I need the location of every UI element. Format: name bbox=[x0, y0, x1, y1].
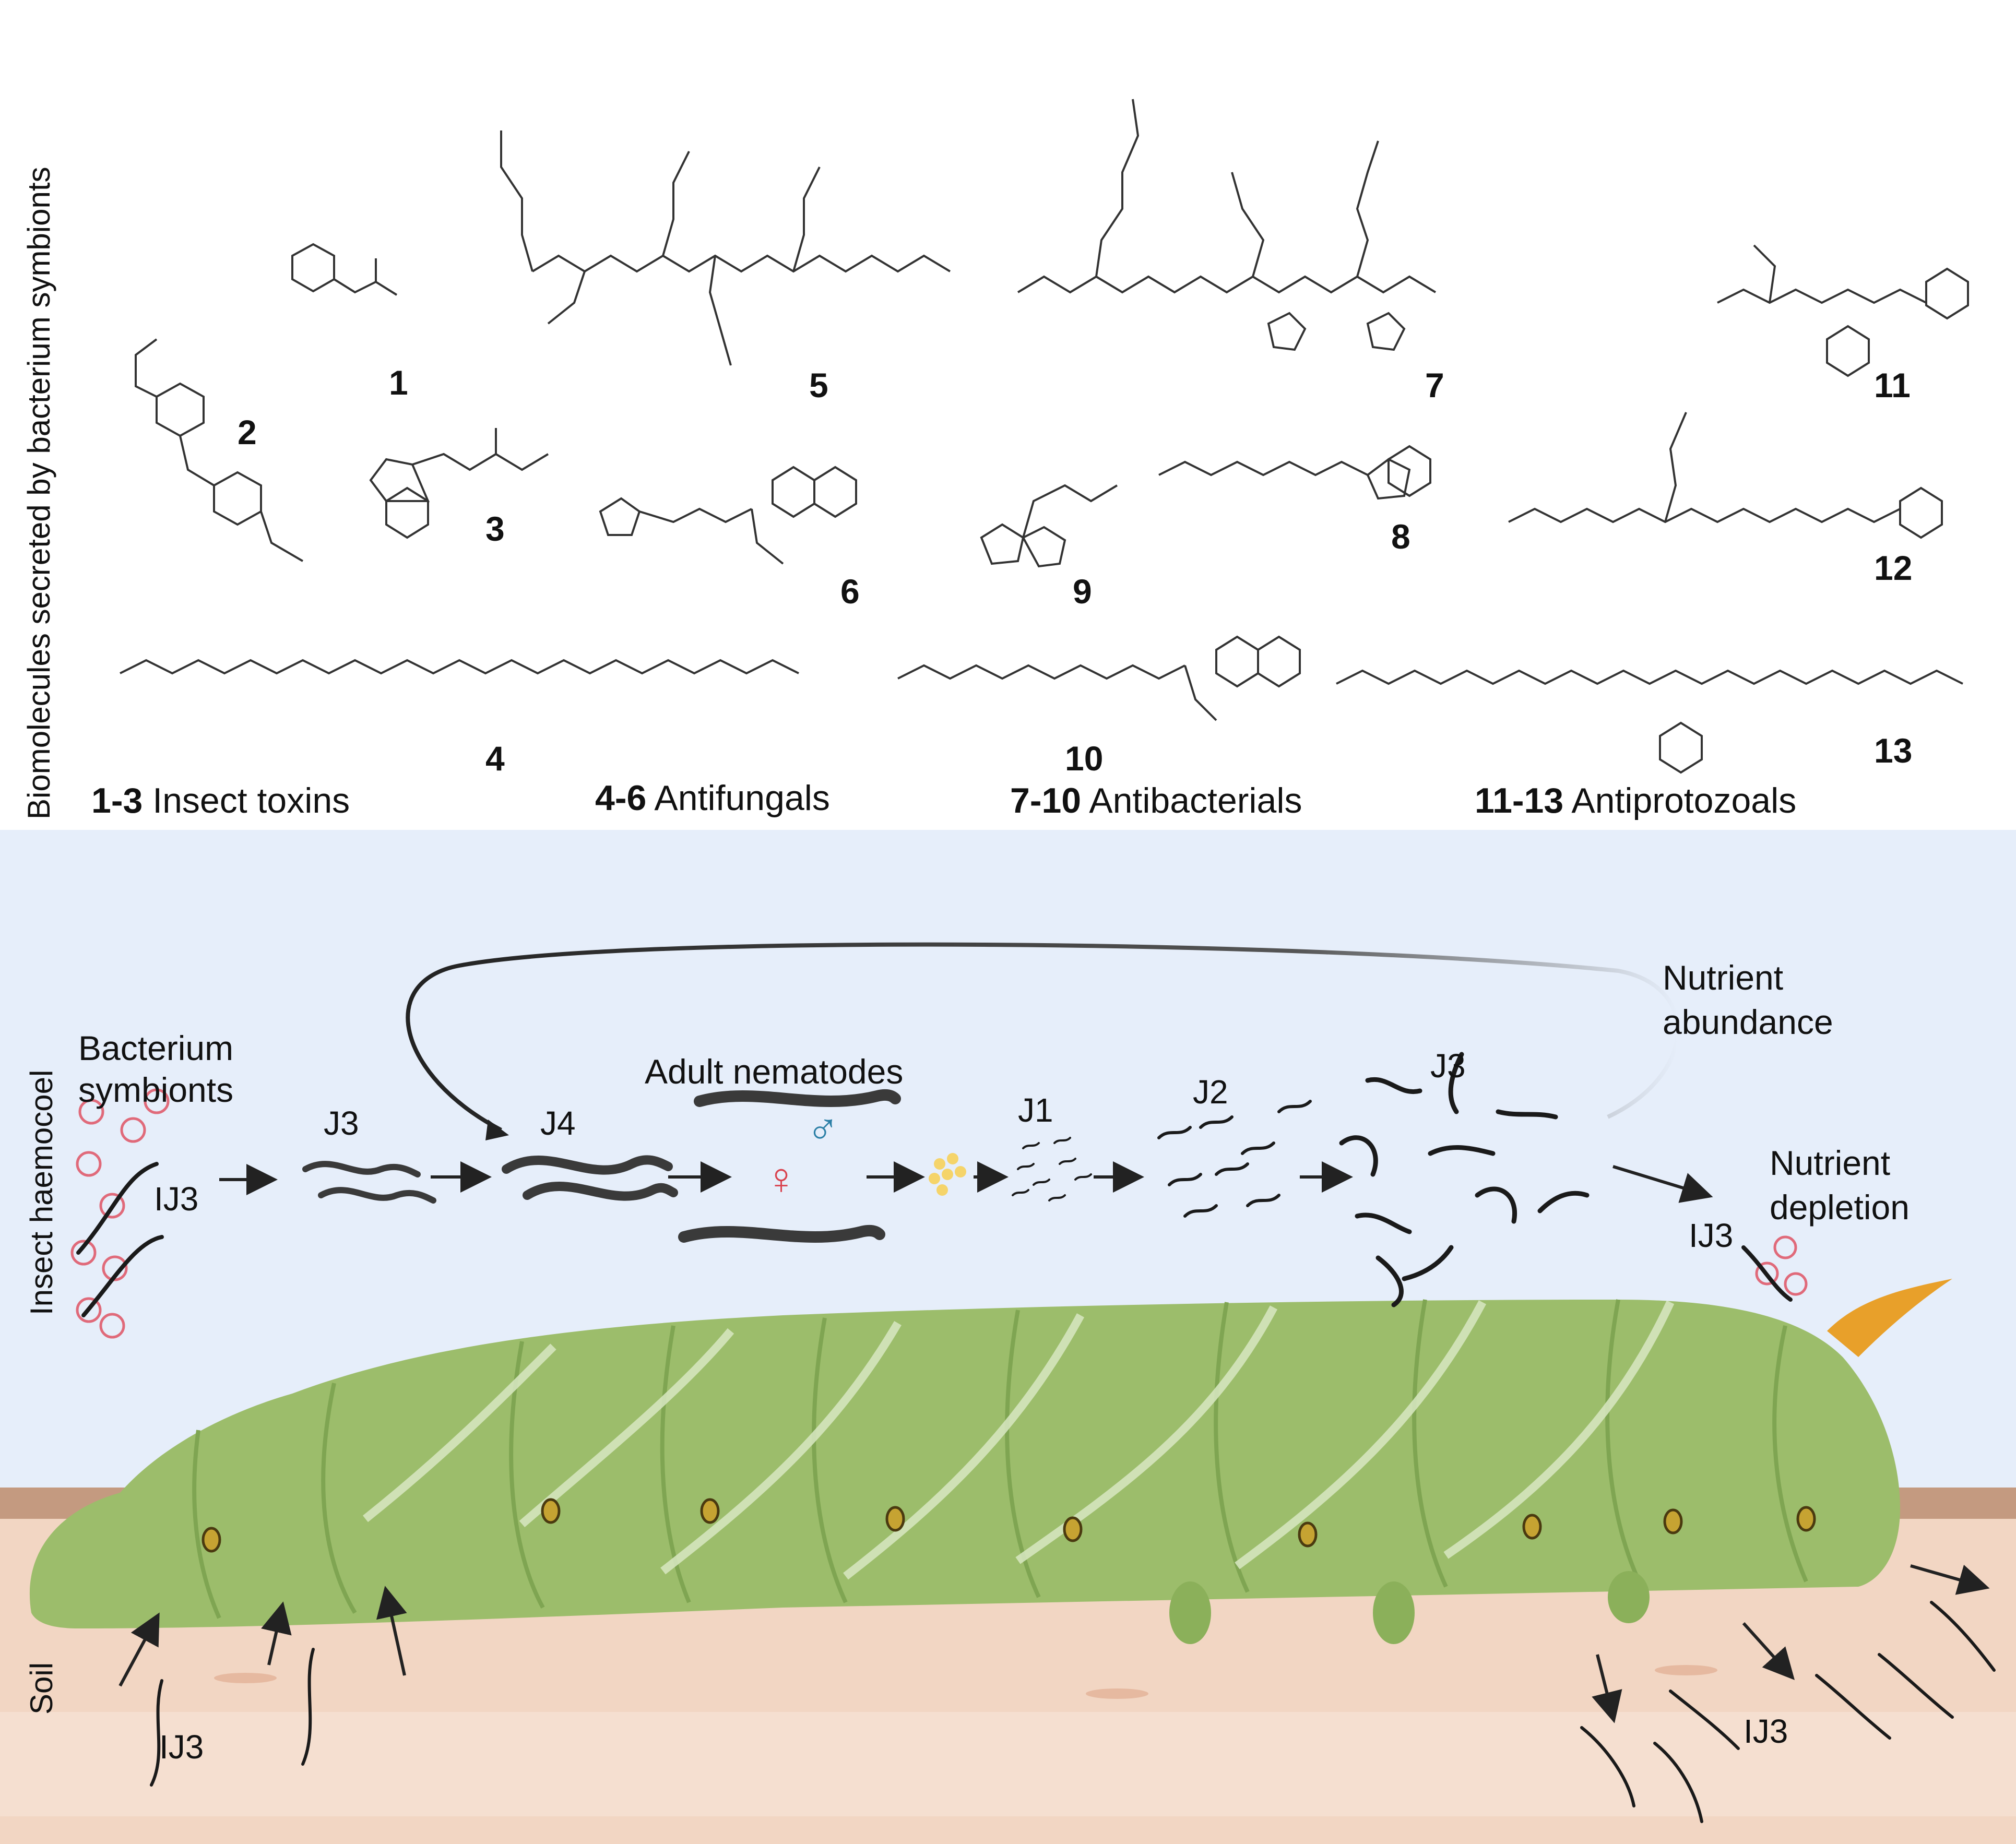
soil-arrows bbox=[118, 1564, 1990, 1723]
chemical-structures-art bbox=[120, 99, 1969, 774]
structure-12 bbox=[1508, 412, 1943, 539]
lifecycle-panel: Insect haemocoel Soil Bacterium symbiont… bbox=[0, 830, 2016, 1844]
compound-number: 6 bbox=[840, 572, 860, 611]
stage-j3-late: J3 bbox=[1430, 1047, 1466, 1085]
stage-j1: J1 bbox=[1018, 1091, 1053, 1129]
nutrient-depletion-label-1: Nutrient bbox=[1770, 1144, 1891, 1182]
category-antibacterials: 7-10 Antibacterials bbox=[1010, 781, 1302, 820]
stage-arrows bbox=[219, 1161, 1713, 1203]
compound-number: 4 bbox=[485, 739, 505, 778]
structure-4 bbox=[120, 659, 799, 675]
compounds-panel: Biomolecules secreted by bacterium symbi… bbox=[0, 0, 2016, 830]
bacterium-symbionts-label-2: symbionts bbox=[78, 1070, 234, 1109]
adult-nematodes-label: Adult nematodes bbox=[645, 1052, 904, 1091]
stage-j4: J4 bbox=[540, 1104, 576, 1142]
loop-arrow bbox=[406, 942, 1680, 1132]
compound-number: 5 bbox=[809, 366, 828, 405]
compound-number: 8 bbox=[1391, 517, 1410, 556]
insect-haemocoel-label: Insect haemocoel bbox=[24, 1069, 59, 1315]
structure-5 bbox=[500, 130, 951, 366]
category-antiprotozoals: 11-13 Antiprotozoals bbox=[1475, 781, 1797, 820]
stage-ij3-left: IJ3 bbox=[154, 1180, 199, 1218]
structure-9 bbox=[980, 484, 1118, 568]
structure-6 bbox=[599, 466, 857, 565]
compound-number: 11 bbox=[1874, 366, 1911, 405]
structure-3 bbox=[369, 428, 549, 539]
structure-7 bbox=[1017, 99, 1437, 351]
structure-8 bbox=[1158, 445, 1431, 500]
structure-10 bbox=[897, 635, 1301, 721]
compound-number: 3 bbox=[485, 509, 505, 548]
compound-number: 7 bbox=[1425, 366, 1444, 405]
soil-label: Soil bbox=[24, 1662, 59, 1715]
compound-number: 9 bbox=[1073, 572, 1092, 611]
caterpillar-horn bbox=[1827, 1279, 1952, 1357]
female-symbol: ♀ bbox=[765, 1154, 798, 1203]
stage-j2: J2 bbox=[1193, 1073, 1228, 1111]
lifecycle-illustration bbox=[0, 830, 2016, 1844]
eggs bbox=[929, 1153, 966, 1196]
structure-13 bbox=[1336, 669, 1963, 774]
compound-number: 10 bbox=[1065, 739, 1104, 778]
male-symbol: ♂ bbox=[807, 1104, 839, 1153]
compound-number: 2 bbox=[238, 413, 257, 451]
nematodes bbox=[76, 1052, 1996, 1823]
compound-number: 13 bbox=[1874, 731, 1913, 770]
stage-ij3-soil-left: IJ3 bbox=[159, 1728, 204, 1766]
structure-2 bbox=[135, 338, 304, 562]
compound-number: 12 bbox=[1874, 549, 1913, 587]
structure-1 bbox=[291, 243, 398, 296]
nutrient-depletion-label-2: depletion bbox=[1770, 1188, 1910, 1227]
bacteria-cluster-right bbox=[1755, 1235, 1808, 1296]
nutrient-abundance-label-2: abundance bbox=[1663, 1003, 1833, 1041]
caterpillar bbox=[29, 1279, 1952, 1644]
stage-ij3-soil-right: IJ3 bbox=[1744, 1712, 1788, 1750]
compound-number: 1 bbox=[389, 363, 408, 402]
nutrient-abundance-label-1: Nutrient bbox=[1663, 958, 1784, 997]
structure-11 bbox=[1717, 244, 1969, 377]
category-insect-toxins: 1-3 Insect toxins bbox=[91, 781, 350, 820]
bacteria-cluster-left bbox=[70, 1088, 170, 1339]
stage-ij3-right: IJ3 bbox=[1689, 1217, 1734, 1254]
stage-j3: J3 bbox=[324, 1104, 359, 1142]
category-antifungals: 4-6 Antifungals bbox=[595, 778, 830, 818]
bacterium-symbionts-label-1: Bacterium bbox=[78, 1029, 234, 1067]
